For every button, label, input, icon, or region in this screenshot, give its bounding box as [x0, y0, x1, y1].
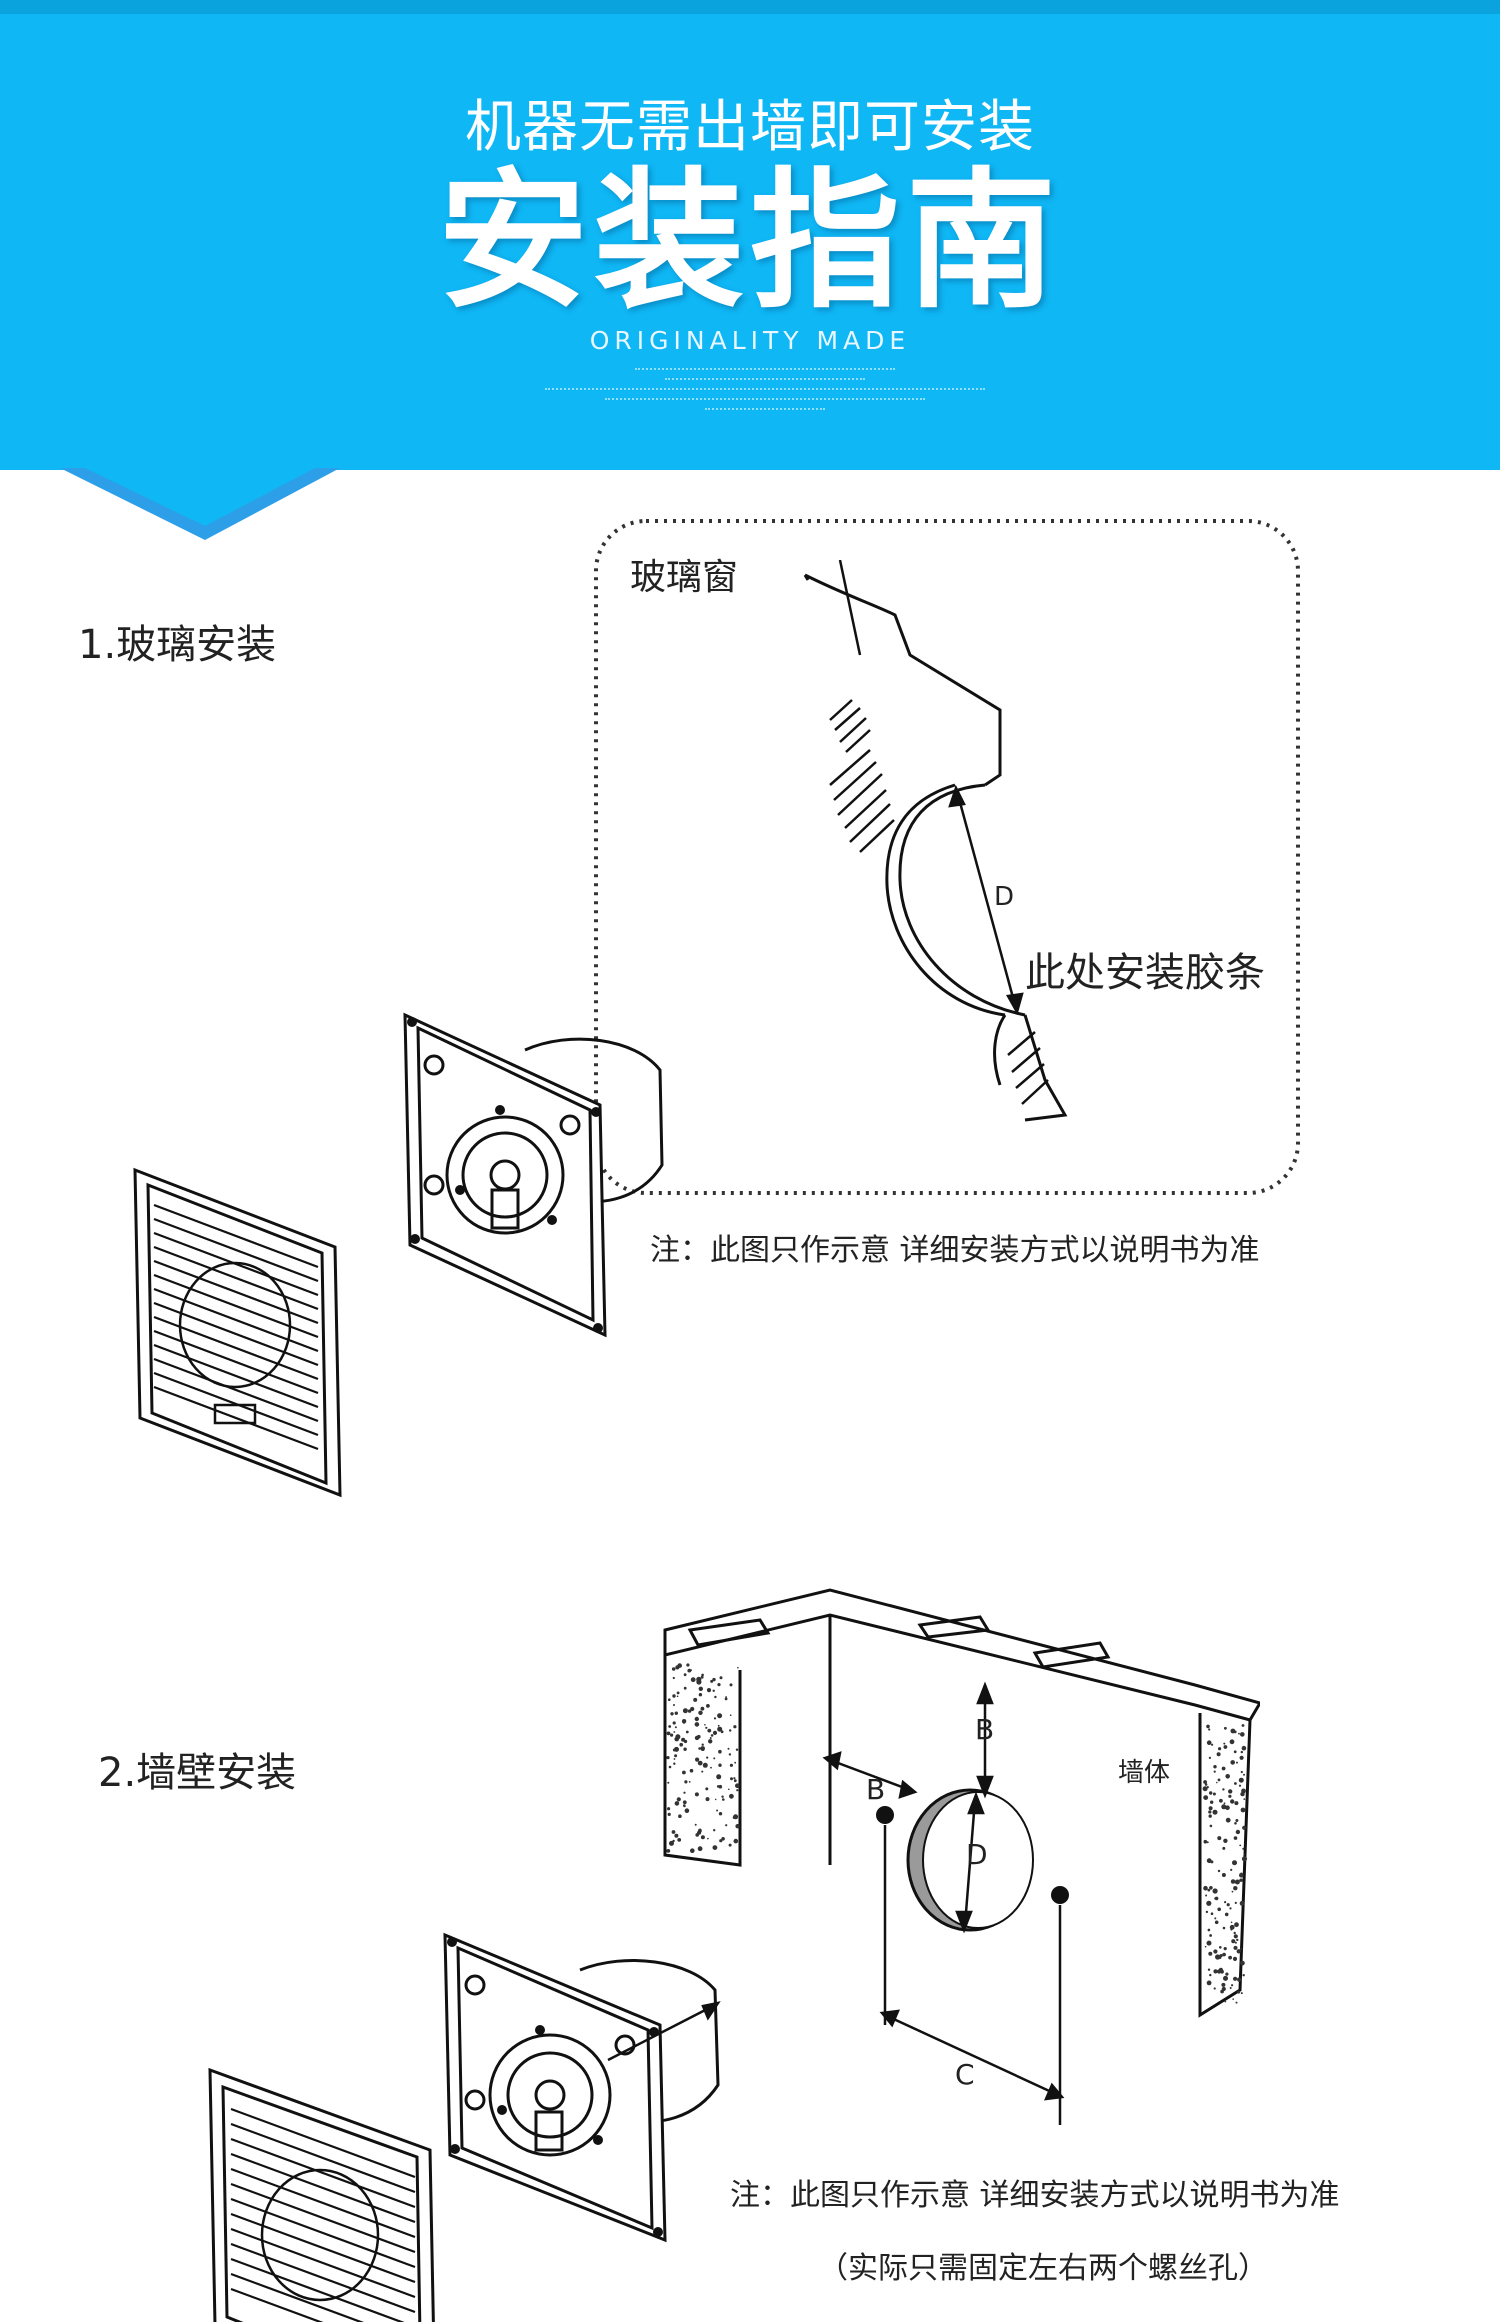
fan-body-drawing	[403, 1012, 664, 1338]
section1-note: 注：此图只作示意 详细安装方式以说明书为准	[650, 1233, 1260, 1268]
glass-window-callout	[594, 519, 1300, 1195]
header-banner: 机器无需出墙即可安装 安装指南 ORIGINALITY MADE	[0, 0, 1500, 470]
glass-pane-drawing	[803, 560, 1068, 1122]
chevron-down-icon	[60, 468, 340, 540]
banner-top-strip	[0, 0, 1500, 14]
dimension-c-label: C	[955, 2058, 975, 2091]
dimension-b-top-label: B	[975, 1713, 995, 1746]
dimension-b-left-label: B	[866, 1773, 886, 1806]
section2-screw-note: （实际只需固定左右两个螺丝孔）	[818, 2251, 1268, 2286]
section2-note: 注：此图只作示意 详细安装方式以说明书为准	[730, 2178, 1340, 2213]
fan-grille-drawing-wall	[208, 2067, 435, 2322]
banner-subtitle: 机器无需出墙即可安装	[465, 95, 1035, 160]
wall-drawing	[663, 1588, 1260, 2125]
wall-label: 墙体	[1118, 1758, 1171, 1788]
glass-window-label: 玻璃窗	[630, 557, 739, 598]
dimension-d-label: D	[994, 882, 1015, 912]
banner-english-caption: ORIGINALITY MADE	[589, 326, 911, 355]
fan-grille-drawing	[133, 1167, 342, 1498]
fan-body-drawing-wall	[443, 1932, 721, 2243]
section2-label: 2.墙壁安装	[98, 1750, 297, 1796]
sealing-strip-annotation: 此处安装胶条	[1025, 950, 1265, 996]
banner-decorative-lines	[540, 368, 990, 410]
banner-title: 安装指南	[437, 155, 1062, 329]
section1-label: 1.玻璃安装	[78, 622, 277, 668]
dimension-d-label-wall: D	[966, 1838, 988, 1871]
